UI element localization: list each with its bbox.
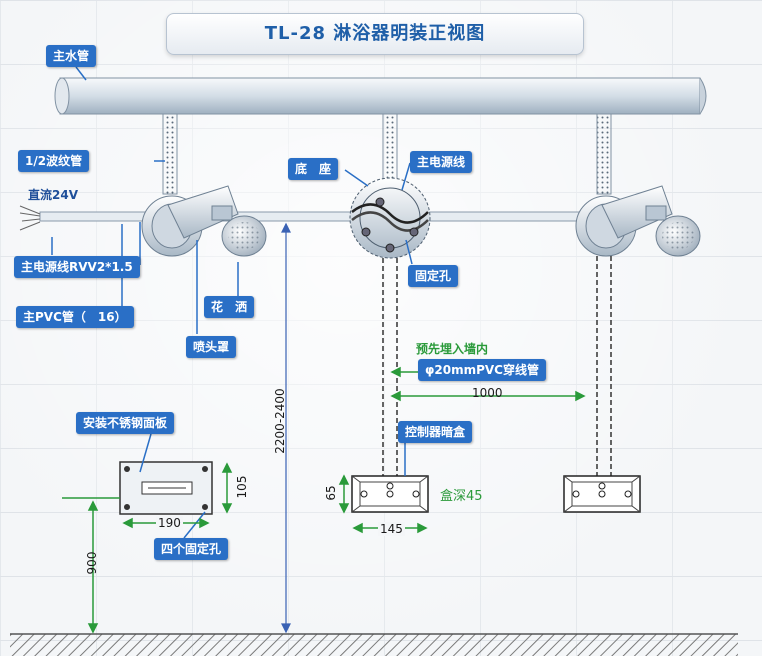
label-box-depth: 盒深45	[440, 489, 483, 504]
bellows-center	[382, 113, 398, 185]
label-fixing-hole: 固定孔	[408, 265, 459, 287]
embedded-conduits	[382, 256, 612, 476]
dimension-box-height: 65	[324, 485, 338, 501]
label-power-cable-rvv: 主电源线RVV2*1.5	[14, 256, 140, 278]
bellows-right	[596, 113, 612, 195]
diagram-title: TL-28 淋浴器明装正视图	[166, 13, 584, 55]
label-main-power-cable: 主电源线	[410, 151, 473, 173]
shower-unit-right	[575, 185, 701, 257]
label-dc-power: 直流24V	[28, 188, 78, 202]
label-nozzle-cover: 喷头罩	[186, 336, 237, 358]
stainless-panel	[119, 461, 213, 515]
label-base: 底 座	[288, 158, 339, 180]
dimension-box-width: 145	[378, 522, 405, 536]
control-box-left	[351, 475, 429, 513]
dimension-floor-height: 900	[85, 551, 99, 575]
label-conduit: φ20mmPVC穿线管	[418, 359, 546, 381]
label-control-box: 控制器暗盒	[398, 421, 473, 443]
dimension-line-height	[281, 222, 291, 634]
label-pre-embed: 预先埋入墙内	[416, 342, 489, 356]
shower-unit-left	[141, 185, 267, 257]
floor	[10, 633, 738, 656]
horizontal-pvc-pipe	[19, 205, 641, 231]
dimension-panel-width: 190	[156, 516, 183, 530]
dimension-panel-height: 105	[235, 475, 249, 499]
label-main-water-pipe: 主水管	[46, 45, 97, 67]
main-water-pipe	[54, 77, 707, 115]
label-pvc-pipe: 主PVC管（ 16）	[16, 306, 134, 328]
dimension-height-range: 2200-2400	[273, 388, 287, 454]
label-shower-head: 花 洒	[204, 296, 255, 318]
label-bellows: 1/2波纹管	[18, 150, 90, 172]
bellows-left	[162, 113, 178, 195]
label-stainless-panel: 安装不锈钢面板	[76, 412, 175, 434]
label-four-fixing-holes: 四个固定孔	[154, 538, 229, 560]
dimension-lines-green	[62, 366, 586, 634]
control-box-right	[563, 475, 641, 513]
dimension-spacing: 1000	[472, 386, 503, 400]
center-base	[349, 177, 431, 259]
